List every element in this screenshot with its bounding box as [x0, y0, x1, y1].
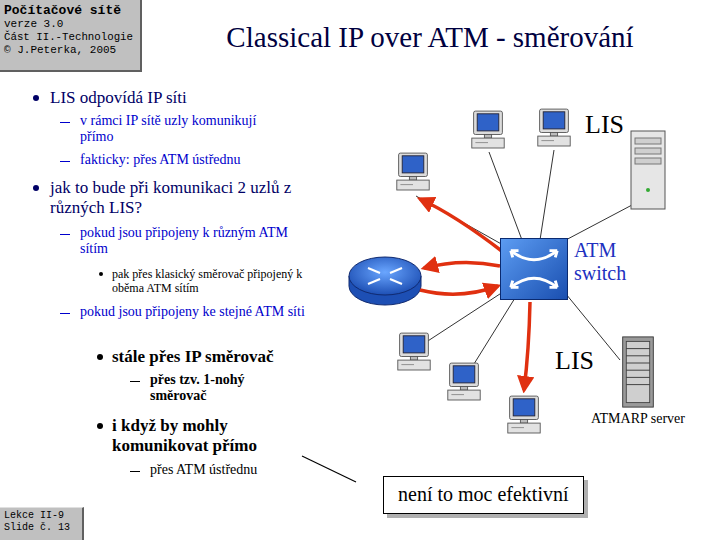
bullet-dot — [33, 95, 39, 101]
node-text: Počítačové sítě — [4, 3, 136, 18]
bullet-text: pak přes klasický směrovač připojený k o… — [112, 267, 307, 295]
cloud-outline — [351, 85, 704, 255]
node-text: Část II.-Technologie — [4, 31, 136, 44]
slide-number-box: Lekce II-9Slide č. 13 — [0, 507, 84, 540]
cloud-shape — [342, 80, 708, 258]
bullet-text: pokud jsou připojeny k různým ATM sítím — [80, 225, 305, 258]
bullet-text: pokud jsou připojeny ke stejné ATM síti — [80, 304, 305, 320]
cloud-outline — [370, 284, 698, 470]
course-header-box: Počítačové sítěverze 3.0Část II.-Technol… — [0, 0, 142, 72]
node-text: Lekce II-9 — [4, 510, 78, 522]
node-text: není to moc efektivní — [398, 483, 569, 507]
bullet-text: jak to bude při komunikaci 2 uzlů z různ… — [50, 178, 325, 218]
cloud-shape — [362, 278, 702, 473]
callout-box: není to moc efektivní — [383, 476, 584, 514]
host-computer — [448, 363, 480, 400]
host-computer — [538, 109, 570, 146]
bullet-dot — [99, 272, 103, 276]
bullet-dash — [60, 161, 70, 163]
bullet-dash — [130, 381, 140, 383]
host-computer — [472, 111, 504, 148]
bullet-text: LIS odpovídá IP síti — [50, 88, 320, 108]
bullet-dot — [97, 354, 103, 360]
host-computer — [508, 396, 540, 433]
bullet-dot — [33, 185, 39, 191]
lis-region: LIS ATMARP server — [362, 278, 702, 473]
node-text: verze 3.0 — [4, 18, 136, 31]
node-text: © J.Peterka, 2005 — [4, 44, 136, 57]
server-tower — [631, 131, 665, 209]
bullet-dot — [97, 423, 103, 429]
host-computer — [397, 153, 429, 190]
bullet-text: přes tzv. 1-nohý směrovač — [150, 372, 270, 405]
lis-region: LIS — [342, 80, 708, 258]
bullet-text: přes ATM ústřednu — [150, 462, 310, 478]
bullet-text: stále přes IP směrovač — [112, 347, 322, 367]
bullet-text: i když by mohly komunikovat přímo — [112, 416, 302, 456]
host-computer — [398, 333, 430, 370]
bullet-dash — [60, 313, 70, 315]
network-outline — [334, 75, 711, 527]
bullet-dash — [60, 234, 70, 236]
bullet-dash — [130, 471, 140, 473]
node-text: LIS — [585, 110, 624, 141]
node-text: ATMARP server — [575, 411, 701, 428]
callout-leader — [302, 456, 356, 482]
atm-switch: ATM switch — [500, 238, 568, 300]
node-text: LIS — [555, 346, 594, 377]
node-text: Slide č. 13 — [4, 522, 78, 534]
router-symbol — [349, 257, 421, 305]
bullet-dash — [60, 122, 70, 124]
switch-arrows — [501, 239, 567, 299]
atmarp-server-tower — [623, 337, 654, 407]
bullet-text: fakticky: přes ATM ústřednu — [80, 152, 310, 168]
node-text: ATM switch — [574, 239, 648, 285]
bullet-text: v rámci IP sítě uzly komunikují přímo — [80, 113, 290, 146]
slide-title: Classical IP over ATM - směrování — [150, 20, 710, 55]
